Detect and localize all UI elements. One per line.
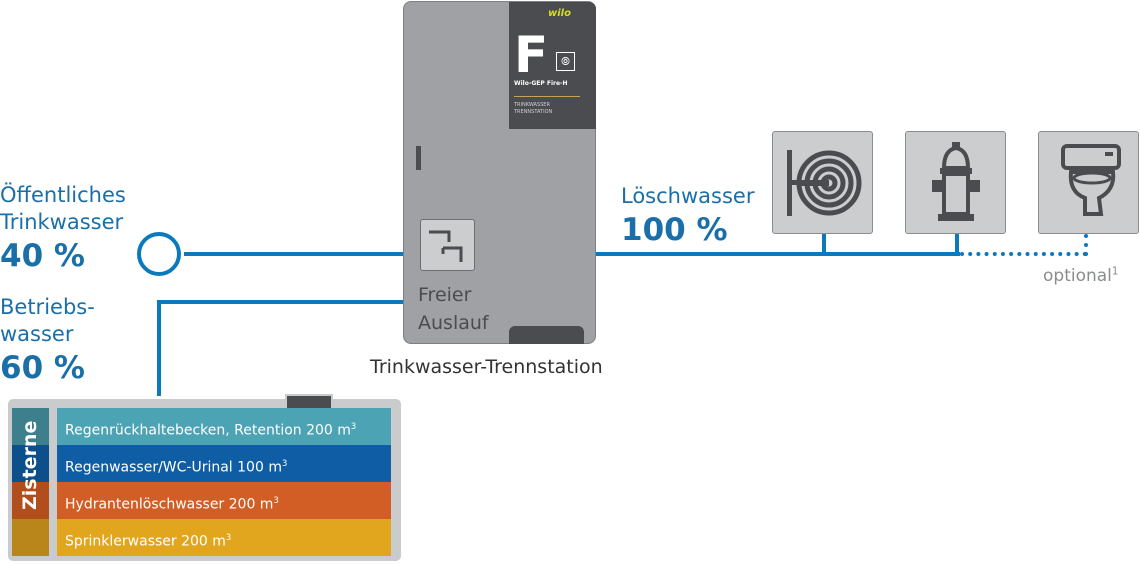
layer-tab-retention xyxy=(12,408,49,445)
layer-retention-text: Regenrückhaltebecken, Retention 200 m xyxy=(65,422,351,439)
station-subtitle-line1: TRINKWASSER xyxy=(514,102,550,108)
free-outlet-line1: Freier xyxy=(418,284,472,306)
public-water-label-line1: Öffentliches xyxy=(0,183,126,207)
hydrant-branch xyxy=(955,234,959,254)
layer-sprinkler: Sprinklerwasser 200 m3 xyxy=(57,519,391,556)
pump-symbol-icon: ⦾ xyxy=(556,52,575,71)
extinguishing-water-percent: 100 % xyxy=(621,212,728,248)
process-water-label-line2: wasser xyxy=(0,322,74,346)
optional-branch-dotted xyxy=(1084,234,1088,256)
layer-hydrant-sup: 3 xyxy=(273,495,279,505)
station-brand-panel xyxy=(509,2,596,129)
free-outlet-label: Freier Auslauf xyxy=(418,281,489,337)
layer-hydrant-text: Hydrantenlöschwasser 200 m xyxy=(65,496,274,513)
free-outlet-icon xyxy=(429,230,463,262)
station-caption: Trinkwasser-Trennstation xyxy=(370,356,603,378)
optional-label: optional1 xyxy=(1043,266,1118,286)
layer-rainwater-text: Regenwasser/WC-Urinal 100 m xyxy=(65,459,282,476)
station-subtitle: TRINKWASSER TRENNSTATION xyxy=(514,102,584,116)
process-water-pipe-vertical xyxy=(157,300,161,396)
public-water-percent: 40 % xyxy=(0,238,85,274)
layer-tab-rainwater xyxy=(12,445,49,482)
free-outlet-symbol xyxy=(420,219,475,271)
hose-reel-icon xyxy=(787,150,862,216)
extinguishing-water-label: Löschwasser xyxy=(621,184,755,208)
hose-reel-device xyxy=(772,131,873,234)
extinguishing-water-pipe xyxy=(596,252,960,256)
hydrant-device xyxy=(905,131,1006,234)
optional-pipe-dotted xyxy=(960,252,1087,256)
station-base xyxy=(509,326,584,344)
layer-retention-sup: 3 xyxy=(350,421,357,431)
optional-footnote: 1 xyxy=(1111,266,1119,278)
station-letter: F xyxy=(514,26,549,84)
layer-rainwater: Regenwasser/WC-Urinal 100 m3 xyxy=(57,445,391,482)
hydrant-icon xyxy=(932,142,980,221)
brand-divider xyxy=(514,96,580,97)
layer-tab-hydrant xyxy=(12,482,49,519)
free-outlet-line2: Auslauf xyxy=(418,312,489,334)
station-subtitle-line2: TRENNSTATION xyxy=(514,109,553,115)
process-water-percent: 60 % xyxy=(0,350,85,386)
optional-text: optional xyxy=(1043,266,1112,286)
public-water-pipe xyxy=(184,252,404,256)
water-meter-circle xyxy=(137,232,181,276)
hose-reel-branch xyxy=(822,234,826,254)
layer-tab-sprinkler xyxy=(12,519,49,556)
process-water-pipe-horizontal xyxy=(157,300,404,304)
station-model: Wilo-GEP Fire-H xyxy=(514,80,568,87)
toilet-device xyxy=(1038,131,1139,234)
brand-logo: wilo xyxy=(548,8,571,19)
station-handle xyxy=(416,146,421,170)
layer-sprinkler-text: Sprinklerwasser 200 m xyxy=(65,533,226,550)
cistern-label: Zisterne xyxy=(19,420,41,510)
layer-hydrant: Hydrantenlöschwasser 200 m3 xyxy=(57,482,391,519)
layer-sprinkler-sup: 3 xyxy=(225,532,232,542)
process-water-label-line1: Betriebs- xyxy=(0,295,95,319)
layer-retention: Regenrückhaltebecken, Retention 200 m3 xyxy=(57,408,391,445)
public-water-label-line2: Trinkwasser xyxy=(0,210,124,234)
toilet-icon xyxy=(1061,144,1121,216)
layer-rainwater-sup: 3 xyxy=(281,458,288,468)
